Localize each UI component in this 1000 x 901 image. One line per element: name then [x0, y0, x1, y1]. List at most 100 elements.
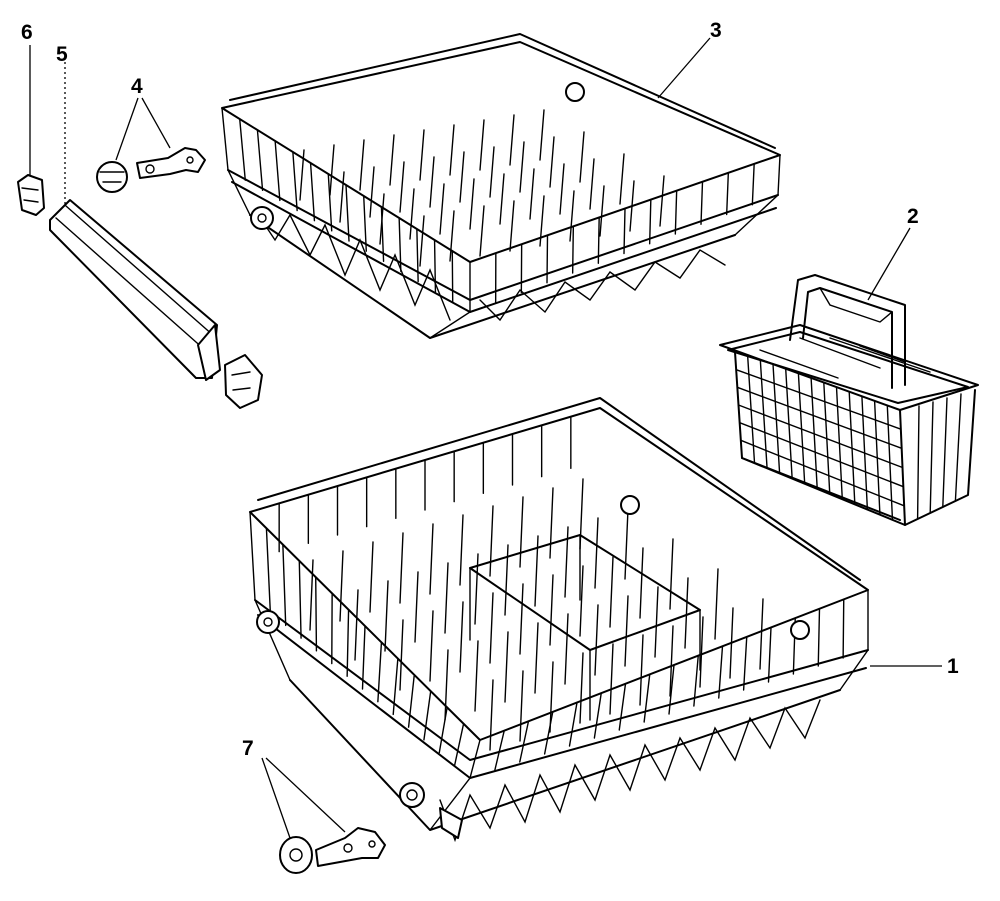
rack-tine — [410, 189, 414, 239]
rack-wire — [275, 141, 280, 200]
rack-tine — [470, 179, 474, 229]
rack-wire — [701, 182, 703, 225]
rack-roller-pair — [97, 148, 205, 192]
callout-1: 1 — [947, 656, 959, 677]
rack-tine — [580, 653, 583, 723]
rack-wire — [547, 235, 548, 283]
rack-tine — [420, 130, 424, 180]
rack-tine — [340, 551, 343, 621]
rack-tine — [500, 174, 504, 224]
rack-tine — [600, 186, 604, 236]
rack-tine — [400, 620, 403, 690]
rack-tine — [430, 524, 433, 594]
leader-4a — [116, 98, 138, 160]
rack-tine — [610, 557, 613, 627]
rack-tine — [640, 635, 643, 705]
rack-tine — [385, 581, 388, 651]
rack-wire — [424, 691, 431, 740]
rack-wire — [619, 684, 625, 730]
rack-tine — [490, 593, 493, 663]
rack-wire — [570, 703, 578, 747]
rack-wire — [266, 528, 270, 612]
rack-tine — [355, 590, 358, 660]
lower-rack-roller-pair — [280, 828, 385, 873]
rack-tine — [670, 539, 673, 609]
rack-tine — [590, 159, 594, 209]
rack-tine — [520, 671, 523, 741]
rack-wire — [752, 164, 754, 205]
basket-wire — [955, 394, 961, 501]
rack-tine — [475, 554, 478, 624]
rack-tine — [580, 132, 584, 182]
rack-tine — [445, 563, 448, 633]
basket-wire — [918, 406, 919, 519]
rack-wire — [744, 637, 747, 690]
rack-tine — [430, 611, 433, 681]
rack-tine — [550, 575, 553, 645]
rack-tine — [510, 115, 514, 165]
rack-tine — [330, 145, 334, 195]
rack-wire — [293, 152, 297, 211]
callout-6: 6 — [21, 22, 33, 43]
rack-tine — [520, 584, 523, 654]
rack-tine — [565, 614, 568, 684]
rack-tine — [460, 602, 463, 672]
rack-tine — [540, 110, 544, 160]
rack-tine — [505, 545, 508, 615]
rack-wire — [417, 229, 418, 282]
rack-tine — [505, 632, 508, 702]
basket-wire — [930, 402, 933, 513]
rack-wire — [769, 628, 772, 683]
rack-tine — [400, 533, 403, 603]
rack-tine — [520, 497, 523, 567]
rack-tine — [625, 596, 628, 666]
rack-wire — [347, 610, 348, 677]
rack-tine — [550, 488, 553, 558]
callout-5: 5 — [56, 44, 68, 65]
rack-wire — [363, 626, 366, 689]
rack-tine — [520, 142, 524, 192]
rack-tine — [475, 641, 478, 711]
rack-tine — [560, 164, 564, 214]
silverware-basket — [720, 275, 978, 525]
rack-wire — [455, 724, 464, 766]
rack-wire — [299, 561, 301, 638]
basket-wire — [943, 398, 947, 507]
rack-tine — [530, 169, 534, 219]
rack-wire — [573, 226, 574, 273]
rack-tine — [595, 605, 598, 675]
leader-2 — [868, 228, 910, 300]
lower-rack — [250, 398, 868, 840]
rack-wire — [316, 577, 317, 651]
rack-tine — [565, 527, 568, 597]
basket-wire — [741, 440, 904, 506]
rack-tine — [510, 201, 514, 251]
rack-wire — [843, 599, 844, 658]
rack-tine — [550, 137, 554, 187]
rack-wire — [727, 173, 729, 215]
rack-tine — [685, 578, 688, 648]
rack-tine — [625, 509, 628, 579]
rack-wire — [311, 163, 315, 221]
rack-tine — [440, 184, 444, 234]
rack-tine — [715, 569, 718, 639]
rack-tine — [340, 172, 344, 222]
rack-tine — [370, 167, 374, 217]
rack-wire — [257, 130, 262, 190]
callout-3: 3 — [710, 20, 722, 41]
rack-tine — [595, 518, 598, 588]
rack-tine — [490, 506, 493, 576]
rack-tine — [370, 542, 373, 612]
rack-wire — [624, 209, 625, 254]
rack-wire — [818, 609, 819, 666]
rack-tine — [490, 147, 494, 197]
rack-tine — [660, 176, 664, 226]
rack-wire — [409, 675, 415, 727]
basket-wire — [740, 423, 904, 487]
callout-7: 7 — [242, 738, 254, 759]
rack-wire — [675, 191, 676, 234]
rack-tine — [310, 560, 313, 630]
rack-tine — [360, 140, 364, 190]
